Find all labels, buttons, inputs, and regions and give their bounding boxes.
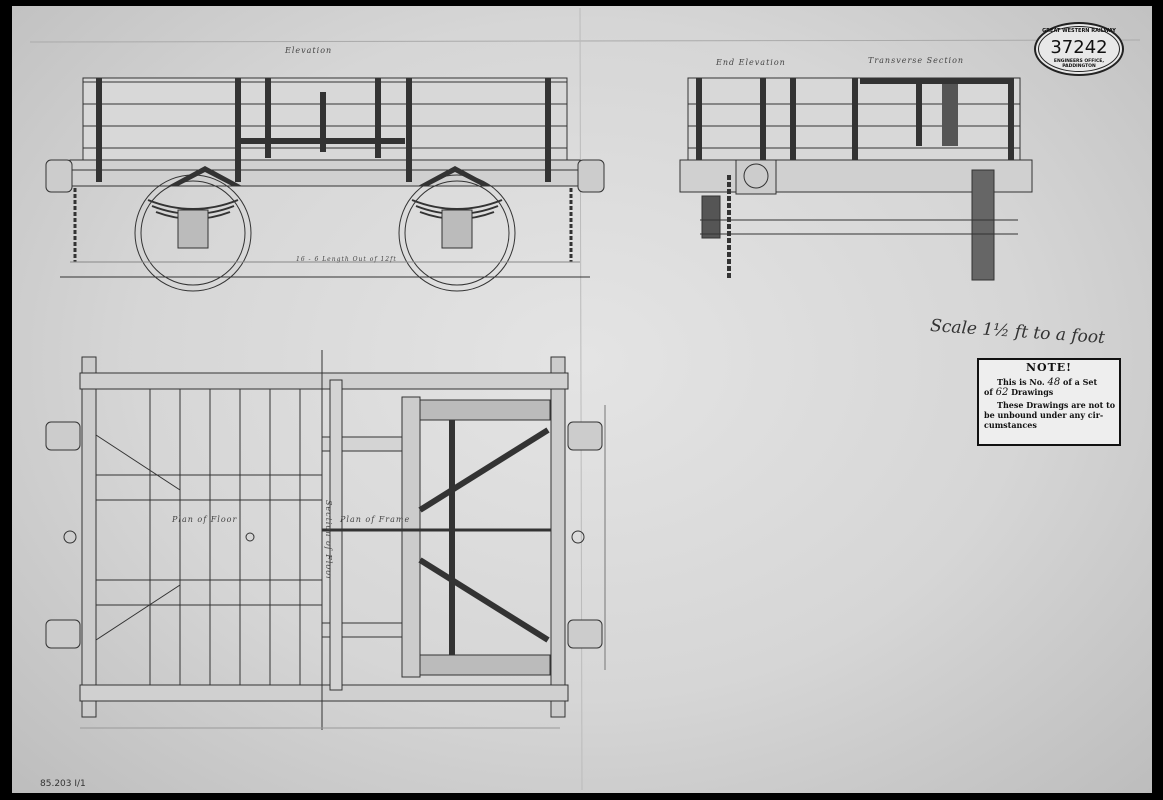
elevation-view <box>45 77 605 292</box>
plan-of-floor-label: Plan of Floor <box>172 515 238 524</box>
plan-view <box>45 350 606 730</box>
length-dimension-label: 16 - 6 Length Out of 12ft <box>296 256 397 263</box>
note-line-3: These Drawings are not to <box>997 400 1116 410</box>
note-line-2-post: Drawings <box>1011 387 1054 397</box>
gwr-archive-stamp: GREAT WESTERN RAILWAY 37242 ENGINEERS OF… <box>1034 22 1124 76</box>
note-line-5: cumstances <box>984 420 1037 430</box>
note-line-1-post: of a Set <box>1063 377 1098 387</box>
end-elevation-label: End Elevation <box>716 58 786 67</box>
note-line-2-pre: of <box>984 387 993 397</box>
note-line-1: This is No. 48 of a Set <box>997 377 1097 388</box>
note-line-1-pre: This is No. <box>997 377 1045 387</box>
note-heading: NOTE! <box>1025 361 1073 374</box>
stamp-bottom-text: ENGINEERS OFFICE, PADDINGTON <box>1053 59 1105 69</box>
end-elevation-view <box>679 77 1033 281</box>
note-drawing-number: 48 <box>1047 377 1061 388</box>
note-line-2: of 62 Drawings <box>984 387 1053 398</box>
stamp-top-text: GREAT WESTERN RAILWAY <box>1042 28 1116 34</box>
stamp-number: 37242 <box>1050 37 1108 58</box>
plan-of-frame-label: Plan of Frame <box>340 515 411 524</box>
note-set-total: 62 <box>995 387 1009 398</box>
transverse-section-label: Transverse Section <box>868 56 965 65</box>
stamp-ring <box>1038 26 1120 72</box>
elevation-label: Elevation <box>285 46 333 55</box>
note-box: NOTE! This is No. 48 of a Set of 62 Draw… <box>977 358 1121 446</box>
note-line-4: be unbound under any cir- <box>984 410 1104 420</box>
archive-reference: 85.203 I/1 <box>40 779 86 789</box>
section-of-floor-label: Section of Floor <box>324 500 333 581</box>
